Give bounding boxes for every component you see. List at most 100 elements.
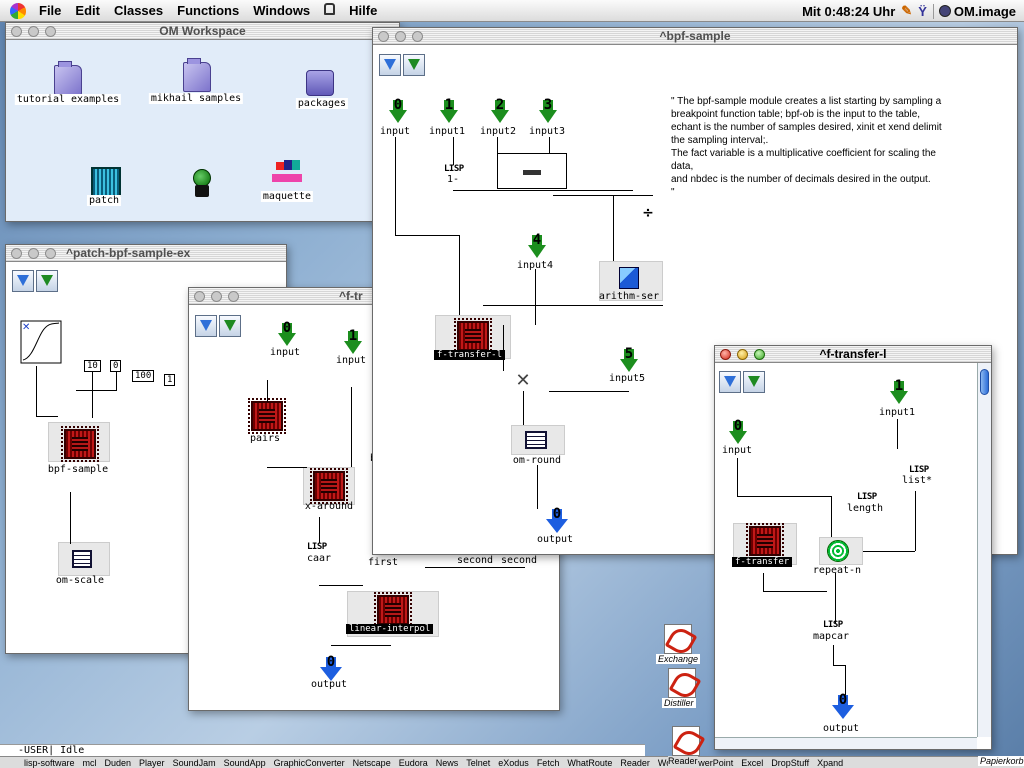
down-arrow-blue-icon[interactable] (719, 371, 741, 393)
launcher-item[interactable]: Duden (104, 757, 132, 768)
input-arrow-icon[interactable]: 1 (890, 378, 908, 405)
launcher-item[interactable]: SoundApp (223, 757, 266, 768)
minimize-button[interactable] (28, 26, 39, 37)
horizontal-scrollbar[interactable] (715, 737, 977, 749)
menu-windows[interactable]: Windows (253, 3, 311, 18)
desktop-icon-label[interactable]: Papierkorb (978, 756, 1024, 766)
zoom-button[interactable] (45, 26, 56, 37)
number-box[interactable]: 10 (84, 360, 101, 372)
bpf-curve-box[interactable]: ✕ (20, 320, 62, 364)
input-arrow-icon[interactable]: 3 (539, 97, 557, 124)
maquette-icon[interactable] (272, 160, 302, 190)
input-arrow-icon[interactable]: 1 (344, 328, 362, 355)
icon-label[interactable]: packages (295, 98, 349, 109)
close-button[interactable] (11, 248, 22, 259)
lisp-icon[interactable]: LISP (909, 465, 929, 475)
down-arrow-blue-icon[interactable] (12, 270, 34, 292)
launcher-item[interactable]: Eudora (398, 757, 428, 768)
menu-edit[interactable]: Edit (75, 3, 100, 18)
output-arrow-icon[interactable]: 0 (546, 506, 568, 535)
pairs-box[interactable] (248, 398, 286, 434)
exchange-icon[interactable] (664, 624, 692, 654)
packages-icon[interactable] (306, 70, 334, 96)
desktop-icon-label[interactable]: Distiller (662, 698, 696, 708)
input-arrow-icon[interactable]: 0 (389, 97, 407, 124)
language-icon[interactable]: Ÿ (918, 3, 927, 19)
lisp-icon[interactable]: LISP (444, 164, 464, 174)
minus-op-box[interactable] (497, 153, 567, 189)
icon-label[interactable]: tutorial examples (14, 94, 122, 105)
launcher-item[interactable]: Fetch (536, 757, 560, 768)
launcher-item[interactable]: GraphicConverter (273, 757, 345, 768)
icon-label[interactable]: maquette (260, 191, 314, 202)
launcher-item[interactable]: lisp-software (24, 757, 75, 768)
distiller-icon[interactable] (668, 668, 696, 698)
workspace-canvas[interactable]: tutorial examples mikhail samples packag… (6, 40, 399, 221)
launcher-item[interactable]: Xpand (817, 757, 844, 768)
close-button[interactable] (11, 26, 22, 37)
icon-label[interactable]: mikhail samples (148, 93, 244, 104)
patch-canvas[interactable]: 0 input 1 input1 LISP list* LISP length … (715, 363, 977, 737)
desktop-icon-label[interactable]: Exchange (656, 654, 701, 664)
input-arrow-icon[interactable]: 0 (729, 418, 747, 445)
menu-classes[interactable]: Classes (113, 3, 164, 18)
lisp-icon[interactable]: LISP (307, 542, 327, 552)
zoom-button[interactable] (45, 248, 56, 259)
down-arrow-blue-icon[interactable] (379, 54, 401, 76)
input-arrow-icon[interactable]: 1 (440, 97, 458, 124)
spider-icon[interactable] (189, 165, 217, 203)
close-button[interactable] (378, 31, 389, 42)
launcher-item[interactable]: News (435, 757, 459, 768)
input-arrow-icon[interactable]: 2 (491, 97, 509, 124)
divide-box[interactable]: ÷ (642, 205, 654, 221)
down-arrow-green-icon[interactable] (219, 315, 241, 337)
lisp-icon[interactable]: LISP (857, 492, 877, 502)
menu-functions[interactable]: Functions (177, 3, 240, 18)
scroll-thumb[interactable] (980, 369, 989, 395)
launcher-item[interactable]: WhatRoute (567, 757, 613, 768)
launcher-item[interactable]: Netscape (352, 757, 391, 768)
launcher-item[interactable]: Excel (741, 757, 764, 768)
number-box[interactable]: 0 (110, 360, 122, 372)
zoom-button[interactable] (754, 349, 765, 360)
folder-icon[interactable] (183, 58, 211, 92)
close-button[interactable] (720, 349, 731, 360)
desktop-icon-label[interactable]: Reader (668, 756, 698, 766)
launcher-item[interactable]: DropStuff (771, 757, 810, 768)
menu-hilfe[interactable]: Hilfe (349, 3, 378, 18)
title-bar[interactable]: ^f-transfer-l (715, 346, 991, 363)
title-bar[interactable]: ^patch-bpf-sample-ex (6, 245, 286, 262)
title-bar[interactable]: OM Workspace (6, 23, 399, 40)
title-bar[interactable]: ^bpf-sample (373, 28, 1017, 45)
multiply-icon[interactable]: ✕ (515, 370, 531, 391)
zoom-button[interactable] (412, 31, 423, 42)
minimize-button[interactable] (28, 248, 39, 259)
app-switcher[interactable]: OM.image (932, 3, 1016, 19)
menu-file[interactable]: File (39, 3, 62, 18)
launcher-item[interactable]: Player (139, 757, 165, 768)
output-arrow-icon[interactable]: 0 (832, 692, 854, 721)
launcher-item[interactable]: mcl (82, 757, 97, 768)
menu-clock[interactable]: Mit 0:48:24 Uhr (802, 3, 896, 19)
launcher-item[interactable]: Reader (620, 757, 650, 768)
input-arrow-icon[interactable]: 0 (278, 320, 296, 347)
down-arrow-green-icon[interactable] (743, 371, 765, 393)
down-arrow-green-icon[interactable] (36, 270, 58, 292)
down-arrow-green-icon[interactable] (403, 54, 425, 76)
reader-icon[interactable] (672, 726, 700, 756)
zoom-button[interactable] (228, 291, 239, 302)
minimize-button[interactable] (737, 349, 748, 360)
launcher-item[interactable]: Telnet (466, 757, 491, 768)
minimize-button[interactable] (395, 31, 406, 42)
launcher-item[interactable]: PowerPoint (687, 757, 734, 768)
vertical-scrollbar[interactable] (977, 363, 991, 737)
lisp-icon[interactable]: LISP (823, 620, 843, 630)
lock-icon[interactable] (317, 3, 342, 18)
om-scale-box[interactable] (58, 542, 110, 576)
input-arrow-icon[interactable]: 4 (528, 232, 546, 259)
control-strip-icon[interactable]: ✎ (901, 3, 913, 18)
number-box[interactable]: 1 (164, 374, 176, 386)
apple-menu-icon[interactable] (10, 2, 26, 19)
folder-icon[interactable] (54, 61, 82, 95)
launcher-item[interactable]: eXodus (498, 757, 529, 768)
